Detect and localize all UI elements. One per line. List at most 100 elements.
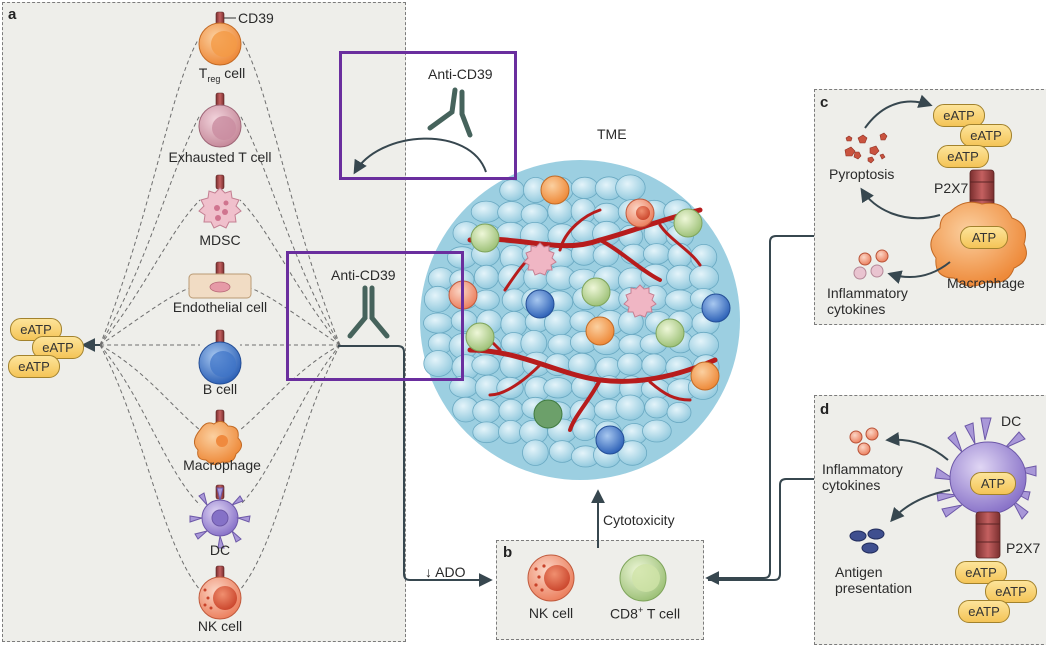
tumor-cell [570,176,599,199]
eatp-pill-d-1: eATP [955,561,1007,584]
mdsc-label: MDSC [199,232,241,248]
tumor-cell [470,200,502,223]
tumor-cell [473,264,499,290]
eatp-pill-d-2: eATP [985,580,1037,603]
eatp-pill-a-1: eATP [10,318,62,341]
connector-d-to-b [708,478,814,581]
tumor-cell [644,396,670,419]
p2x7-label-c: P2X7 [934,180,969,196]
macrophage-cell-icon [194,420,242,466]
dc-label: DC [209,542,231,558]
tumor-cell [617,352,643,376]
pyroptosis-arrow-bottom [860,187,941,220]
tumor-cell [499,179,525,202]
diagram-artwork [81,11,1037,620]
antibody-top-arrow [353,137,487,175]
tme-immune-cells [448,175,731,455]
cd39-label: CD39 [238,10,274,26]
antigen-label-d: Antigen presentation [835,564,912,596]
nk-cell-a-icon [198,576,242,620]
p2x7-receptor-d-icon [975,511,1001,559]
p2x7-label-d: P2X7 [1006,540,1041,556]
eatp-pill-c-2: eATP [960,124,1012,147]
dc-cell-icon [189,487,251,549]
eatp-pill-a-3: eATP [8,355,60,378]
cd8-t-cell-icon [619,554,667,602]
pyroptosis-label: Pyroptosis [829,166,895,182]
antigen-label-d-line2: presentation [835,580,913,597]
cd8-label-main: CD8 [609,605,638,622]
antigen-label-d-line1: Antigen [835,564,883,580]
macrophage-label-c: Macrophage [947,275,1025,291]
panel-b [496,540,704,640]
cytotoxicity-label: Cytotoxicity [603,512,675,528]
atp-pill-d: ATP [970,472,1016,495]
treg-label: Treg cell [198,65,246,85]
panel-b-letter: b [503,544,513,561]
tumor-cell [548,440,576,463]
endothelial-cell-icon [188,273,252,299]
anti-cd39-middle-label: Anti-CD39 [331,267,396,283]
cd8-label-suffix: T cell [643,605,681,622]
tumor-cell [473,289,500,311]
cytokines-label-d-line2: cytokines [822,477,881,494]
cytokines-label-c-line1: Inflammatory [827,285,908,301]
nk-cell-b-label: NK cell [528,605,574,621]
ado-label: ↓ ADO [425,564,466,580]
treg-cell-icon [198,22,242,66]
dc-label-d: DC [1001,413,1022,429]
b-cell-label: B cell [202,381,238,397]
antigen-d-icon [849,528,885,554]
exhausted-t-cell-icon [198,104,242,148]
cd8-label-sup: + [637,605,644,615]
blood-vessels [467,207,718,432]
eatp-pill-c-1: eATP [933,104,985,127]
anti-cd39-box-top [339,51,517,180]
fan-lines [99,39,341,591]
tumor-cell [543,377,573,399]
tumor-cell [642,419,672,443]
panel-c-letter: c [820,94,829,111]
tumor-cell [472,421,501,444]
cytokines-label-d: Inflammatory cytokines [822,461,903,493]
pyroptosis-fragments-icon [844,132,888,164]
b-cell-icon [198,341,242,385]
cd8-t-cell-label: CD8+ T cell [609,605,681,622]
tumor-cell [689,265,720,291]
pyroptosis-arrow-top [864,94,933,129]
tumor-cell [520,203,549,226]
tumor-cell [615,174,646,202]
cytokines-c-icon [853,249,889,280]
tme-tumor [420,160,740,480]
eatp-pill-c-3: eATP [937,145,989,168]
ado-arrow [338,345,493,587]
cytokines-label-c: Inflammatory cytokines [827,285,908,317]
tumor-cell [667,242,693,269]
cytokines-arrow-d [885,432,949,461]
mdsc-cell-icon [198,187,242,229]
cytokines-d-icon [849,427,879,456]
tumor-cell [641,353,667,377]
nk-cell-b-icon [527,554,575,602]
antibody-middle-icon [347,285,390,339]
panel-a [2,2,406,642]
connector-c-to-b [705,235,814,585]
antibody-top-icon [427,87,473,138]
tumor-cell [688,331,719,358]
tumor-cell [617,440,648,466]
treg-label-suffix: cell [220,65,246,81]
nk-cell-label-a: NK cell [197,618,243,634]
tme-label: TME [597,126,627,142]
panel-d-letter: d [820,401,830,418]
tumor-cell [666,401,692,423]
eatp-pill-a-2: eATP [32,336,84,359]
exhausted-t-cell-label: Exhausted T cell [168,149,272,165]
cytokines-arrow-c [887,261,951,284]
eatp-pill-d-3: eATP [958,600,1010,623]
atp-pill-c: ATP [960,226,1008,249]
tumor-cell [472,399,501,424]
anti-cd39-box-middle [286,251,464,381]
endothelial-cell-label: Endothelial cell [172,299,268,315]
treg-label-main: T [198,65,208,81]
tumor-cell [498,399,524,423]
